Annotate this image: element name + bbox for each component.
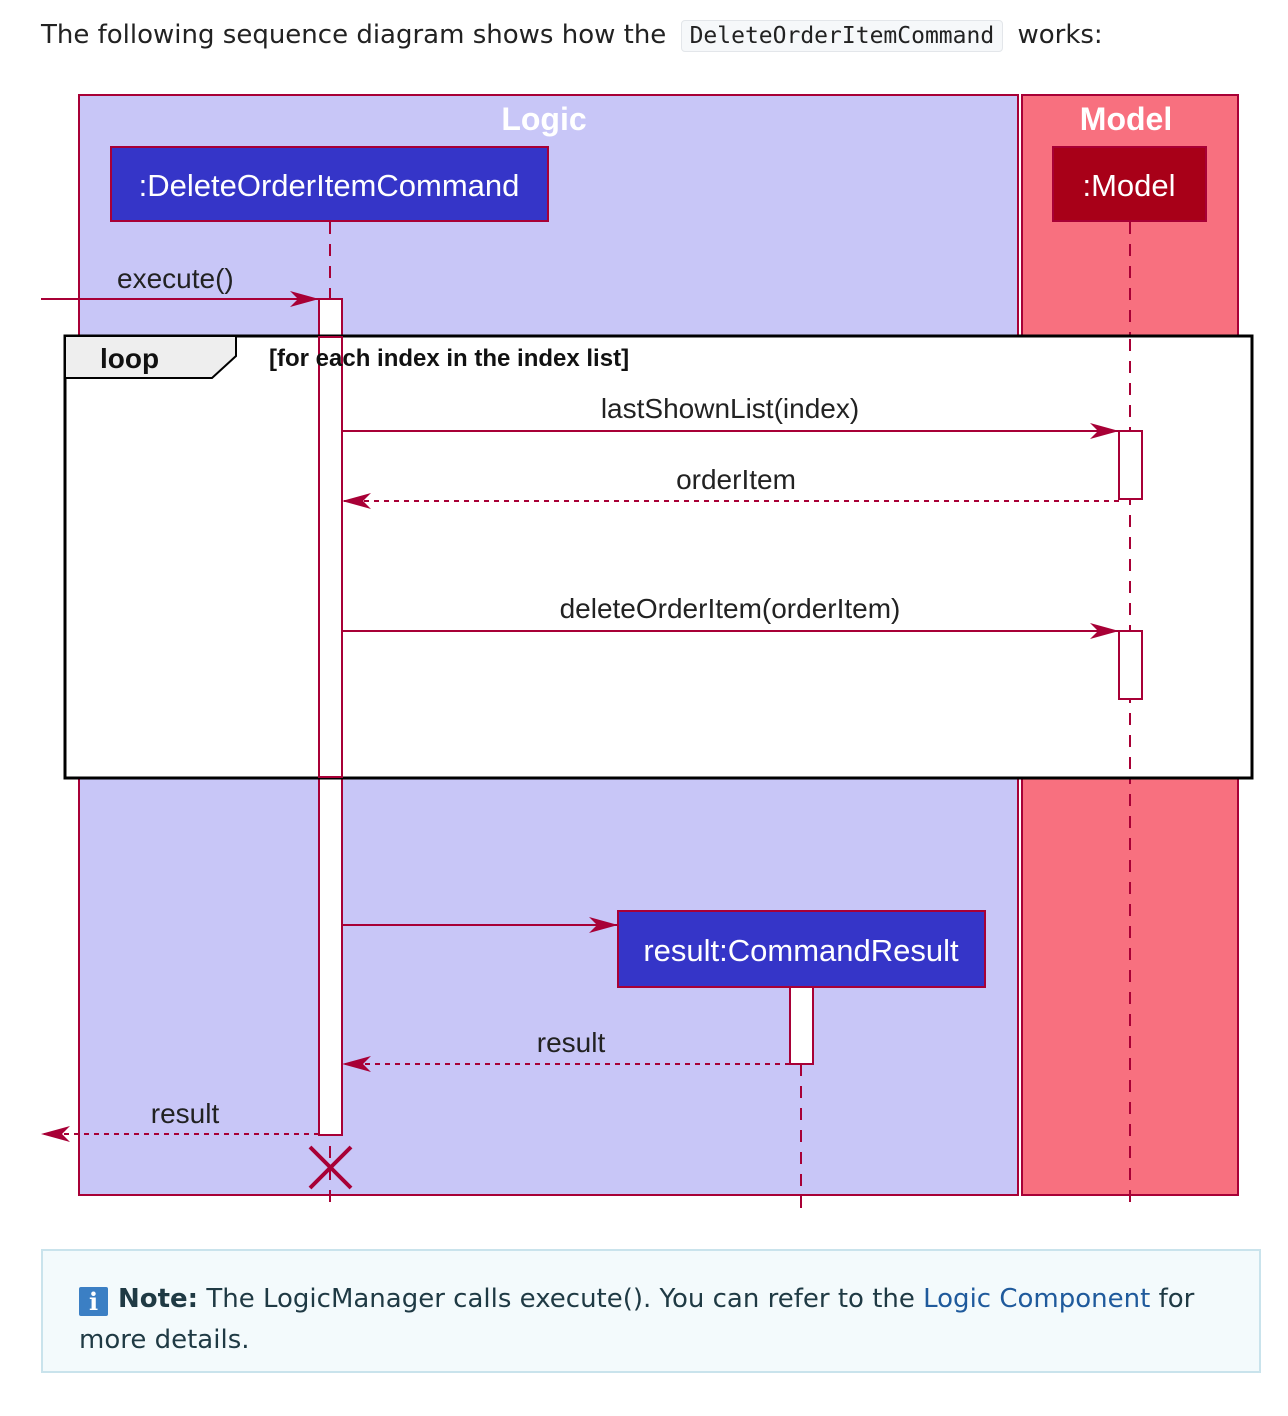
destroy-marker [308,1145,353,1190]
intro-code: DeleteOrderItemCommand [680,20,1004,52]
info-icon: i [79,1287,108,1316]
model-activation-bar-2 [1118,630,1143,700]
loop-keyword: loop [100,343,159,374]
loop-guard: [for each index in the index list] [269,345,629,372]
command-participant-label: :DeleteOrderItemCommand [139,168,520,203]
delete-order-item-label: deleteOrderItem(orderItem) [560,593,901,624]
model-activation-bar-1 [1118,430,1143,500]
model-participant-label: :Model [1082,168,1175,203]
intro-paragraph: The following sequence diagram shows how… [41,14,1103,56]
command-activation-bar-in-loop [318,336,343,778]
execute-label: execute() [117,263,234,294]
result-participant-label: result:CommandResult [643,933,959,968]
order-item-label: orderItem [676,464,796,495]
result-activation-bar [789,986,814,1065]
note-label: Note: [118,1284,199,1314]
logic-box-title: Logic [501,101,586,137]
note-text-before-link: The LogicManager calls execute(). You ca… [206,1284,915,1314]
note-text-after-link: for more details. [79,1284,1195,1355]
result-final-label: result [151,1098,220,1129]
model-participant [1052,146,1207,222]
result-return-label: result [537,1027,606,1058]
sequence-diagram: Logic Model :DeleteOrderItemCommand :Mod… [41,94,1254,1212]
model-box-title: Model [1080,101,1172,137]
intro-suffix: works: [1017,20,1103,50]
last-shown-list-label: lastShownList(index) [601,393,859,424]
note-callout: i Note: The LogicManager calls execute().… [41,1249,1261,1373]
command-participant [110,146,549,222]
loop-tab [64,335,237,379]
logic-component-link[interactable]: Logic Component [923,1284,1151,1314]
intro-prefix: The following sequence diagram shows how… [41,20,667,50]
loop-frame [63,334,1254,780]
